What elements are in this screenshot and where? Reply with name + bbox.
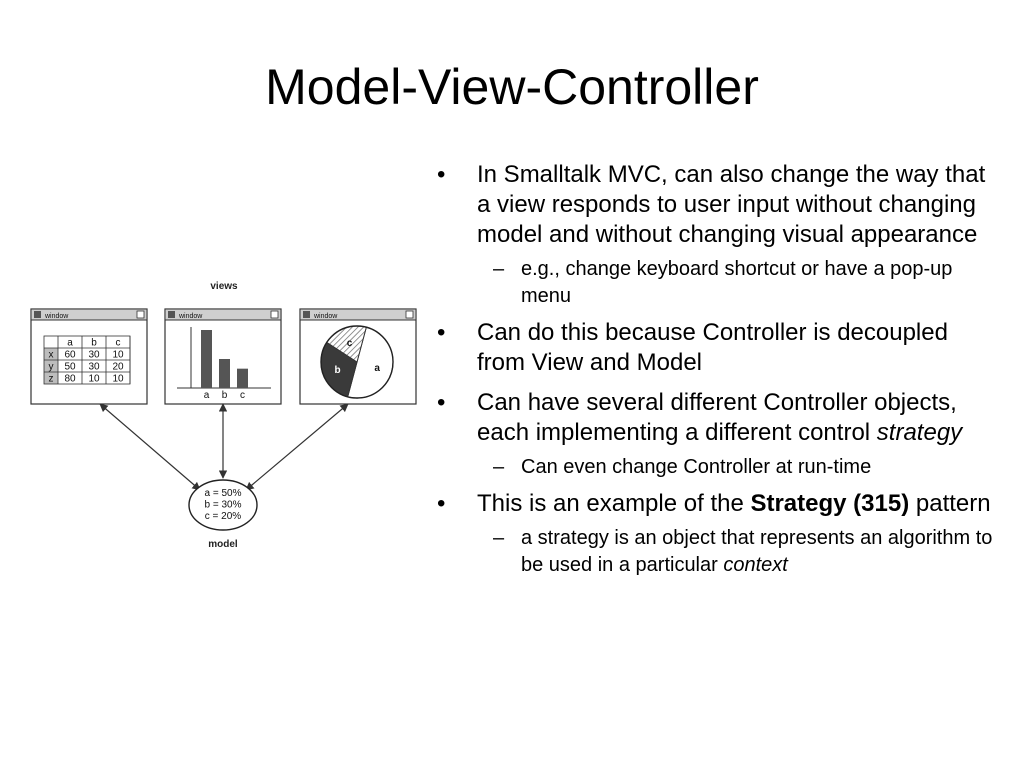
model-label: model [208, 539, 238, 550]
window-title: window [178, 313, 203, 320]
bullet-text: Can do this because Controller is decoup… [477, 319, 948, 376]
window-menu-icon [303, 311, 310, 318]
window-resize-icon [270, 310, 279, 319]
window-resize-icon [405, 310, 414, 319]
window-title: window [313, 313, 338, 320]
pie-outline [320, 325, 394, 399]
bar-chart: a b c [177, 327, 271, 401]
model-value: b = 30% [205, 500, 242, 511]
pie-slice-label: b [334, 365, 340, 376]
slide-title: Model-View-Controller [265, 59, 759, 115]
views-label: views [210, 281, 238, 292]
model-value: a = 50% [205, 488, 242, 499]
table-cell: 10 [88, 374, 100, 385]
table-cell: 30 [88, 362, 100, 373]
arrow-model-table [99, 403, 201, 491]
bullet-text: Can even change Controller at run-time [521, 456, 872, 478]
bullet-text: context [723, 554, 788, 576]
bullet-text: pattern [909, 490, 991, 517]
arrow-model-pie [245, 403, 349, 491]
bar [237, 368, 248, 388]
bar-label: c [240, 390, 245, 401]
table-cell: 10 [112, 374, 124, 385]
bullet-item: In Smalltalk MVC, can also change the wa… [436, 160, 996, 250]
model-ellipse [188, 479, 258, 531]
model-value: c = 20% [205, 511, 242, 522]
table-column-header: b [91, 338, 97, 349]
window-menu-icon [168, 311, 175, 318]
bullet-item: This is an example of the Strategy (315)… [436, 489, 996, 519]
window-menu-icon [34, 311, 41, 318]
table-column-header: a [67, 338, 73, 349]
bullet-item: Can have several different Controller ob… [436, 388, 996, 448]
sub-bullet-item: e.g., change keyboard shortcut or have a… [436, 256, 996, 310]
table-row-label: z [49, 374, 54, 385]
pie-slice-label: a [374, 363, 380, 374]
bullet-text: strategy [876, 419, 963, 446]
table-cell: 60 [64, 350, 76, 361]
model-values: a = 50%b = 30%c = 20% [205, 488, 242, 522]
table-row-label: x [49, 350, 54, 361]
bullet-text: Strategy (315) [750, 490, 910, 517]
bullet-list: In Smalltalk MVC, can also change the wa… [436, 160, 996, 587]
bar-label: b [222, 390, 228, 401]
sub-bullet-item: a strategy is an object that represents … [436, 525, 996, 579]
window-resize-icon [136, 310, 145, 319]
sub-bullet-item: Can even change Controller at run-time [436, 454, 996, 481]
window-title: window [44, 313, 69, 320]
table-cell: 50 [64, 362, 76, 373]
bullet-text: e.g., change keyboard shortcut or have a… [521, 258, 953, 307]
table-cell: 20 [112, 362, 124, 373]
bullet-text: In Smalltalk MVC, can also change the wa… [477, 161, 986, 248]
pie-chart: a b c [320, 325, 394, 399]
bullet-text: a strategy is an object that represents … [521, 527, 993, 576]
bar [219, 359, 230, 388]
bar-chart-view-window: window a b c [164, 308, 282, 405]
table-cell: 80 [64, 374, 76, 385]
pie-chart-view-window: window a b c [299, 308, 417, 405]
bar [201, 330, 212, 388]
table-cell: 10 [112, 350, 124, 361]
bullet-item: Can do this because Controller is decoup… [436, 318, 996, 378]
table-column-header: c [116, 338, 121, 349]
row-header-shade [44, 348, 58, 384]
table-row-label: y [49, 362, 54, 373]
pie-slice-label: c [347, 338, 353, 349]
bar-label: a [204, 390, 210, 401]
table-cell: 30 [88, 350, 100, 361]
bullet-text: Can have several different Controller ob… [477, 389, 957, 446]
bullet-text: This is an example of the [477, 490, 751, 517]
